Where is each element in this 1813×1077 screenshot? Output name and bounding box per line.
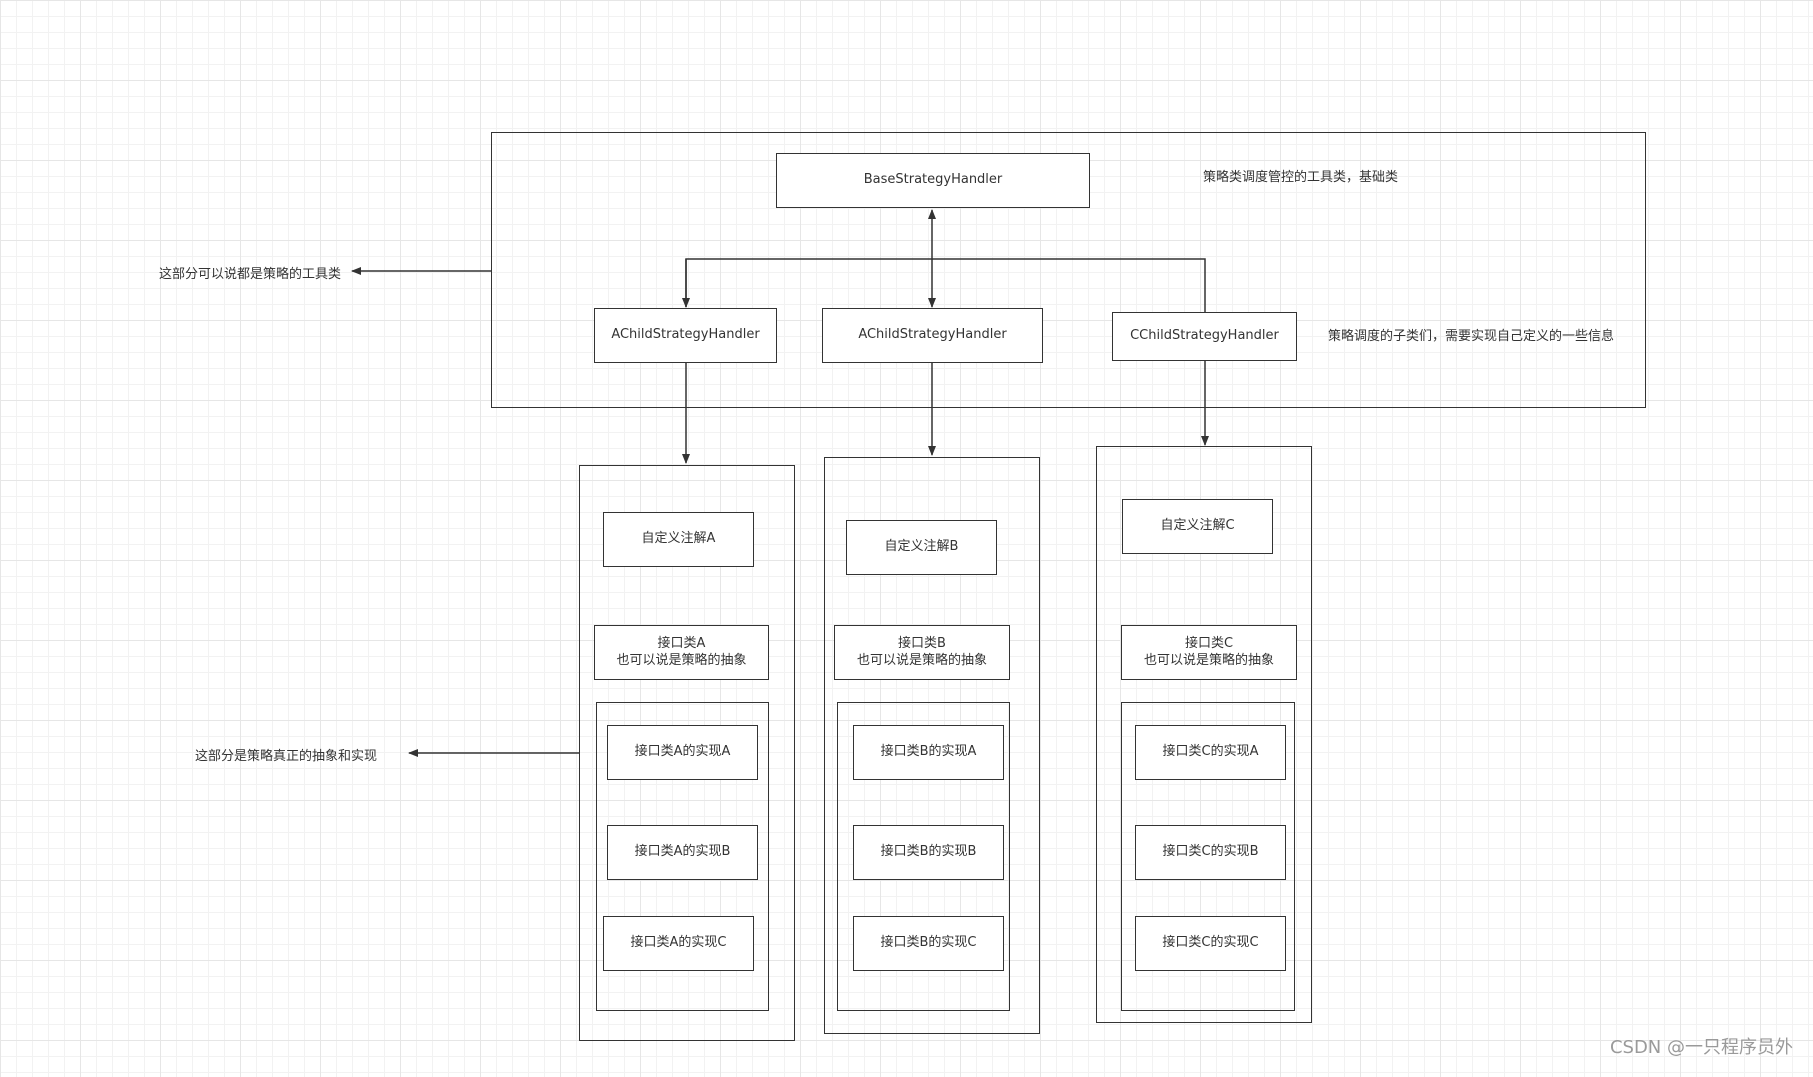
tool-class-container bbox=[491, 132, 1646, 408]
strategy-group-b bbox=[824, 457, 1040, 1034]
impl-a-a-node[interactable]: 接口类A的实现A bbox=[607, 725, 758, 780]
edge-childC-to-base bbox=[932, 258, 1206, 321]
interface-b-node[interactable]: 接口类B 也可以说是策略的抽象 bbox=[834, 625, 1010, 680]
impl-b-b-node[interactable]: 接口类B的实现B bbox=[853, 825, 1004, 880]
custom-annotation-c-node[interactable]: 自定义注解C bbox=[1122, 499, 1273, 554]
strategy-group-a bbox=[579, 465, 795, 1041]
strategy-group-c bbox=[1096, 446, 1312, 1023]
base-description-note: 策略类调度管控的工具类，基础类 bbox=[1203, 170, 1399, 185]
impl-a-b-node[interactable]: 接口类A的实现B bbox=[607, 825, 758, 880]
b-child-strategy-handler-node[interactable]: AChildStrategyHandler bbox=[822, 308, 1043, 363]
impl-group-c bbox=[1121, 702, 1295, 1011]
csdn-watermark: CSDN @一只程序员外 bbox=[1609, 1037, 1793, 1058]
impl-group-b bbox=[837, 702, 1010, 1011]
base-strategy-handler-node[interactable]: BaseStrategyHandler bbox=[776, 153, 1090, 208]
interface-a-node[interactable]: 接口类A 也可以说是策略的抽象 bbox=[594, 625, 769, 680]
custom-annotation-a-node[interactable]: 自定义注解A bbox=[603, 512, 754, 567]
tool-part-note: 这部分可以说都是策略的工具类 bbox=[159, 267, 342, 282]
interface-c-node[interactable]: 接口类C 也可以说是策略的抽象 bbox=[1121, 625, 1297, 680]
impl-c-a-node[interactable]: 接口类C的实现A bbox=[1135, 725, 1286, 780]
child-description-note: 策略调度的子类们，需要实现自己定义的一些信息 bbox=[1328, 329, 1615, 344]
c-child-strategy-handler-node[interactable]: CChildStrategyHandler bbox=[1112, 312, 1297, 361]
impl-a-c-node[interactable]: 接口类A的实现C bbox=[603, 916, 754, 971]
impl-c-c-node[interactable]: 接口类C的实现C bbox=[1135, 916, 1286, 971]
custom-annotation-b-node[interactable]: 自定义注解B bbox=[846, 520, 997, 575]
abstract-part-note: 这部分是策略真正的抽象和实现 bbox=[195, 749, 378, 764]
impl-c-b-node[interactable]: 接口类C的实现B bbox=[1135, 825, 1286, 880]
impl-b-a-node[interactable]: 接口类B的实现A bbox=[853, 725, 1004, 780]
impl-b-c-node[interactable]: 接口类B的实现C bbox=[853, 916, 1004, 971]
impl-group-a bbox=[596, 702, 769, 1011]
a-child-strategy-handler-node[interactable]: AChildStrategyHandler bbox=[594, 308, 777, 363]
